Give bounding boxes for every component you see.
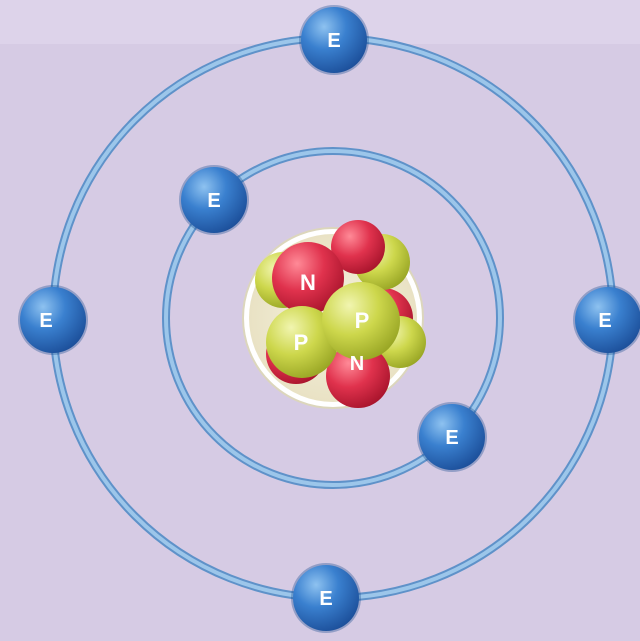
electron-label: E [445, 427, 458, 449]
electron-outer-top: E [299, 5, 369, 75]
neutron-label: N [350, 353, 364, 375]
electron-label: E [327, 30, 340, 52]
electron-label: E [207, 190, 220, 212]
electron-inner-1: E [179, 165, 249, 235]
proton-label: P [294, 330, 309, 355]
electron-label: E [598, 310, 611, 332]
electron-outer-left: E [18, 285, 88, 355]
electron-ball [20, 287, 86, 353]
electron-label: E [319, 588, 332, 610]
electron-label: E [39, 310, 52, 332]
neutron-label: N [300, 270, 316, 295]
electron-inner-2: E [417, 402, 487, 472]
nucleus: N N P P [243, 220, 426, 408]
proton-label: P [355, 308, 370, 333]
electron-outer-right: E [573, 285, 640, 355]
electron-outer-bottom: E [291, 563, 361, 633]
